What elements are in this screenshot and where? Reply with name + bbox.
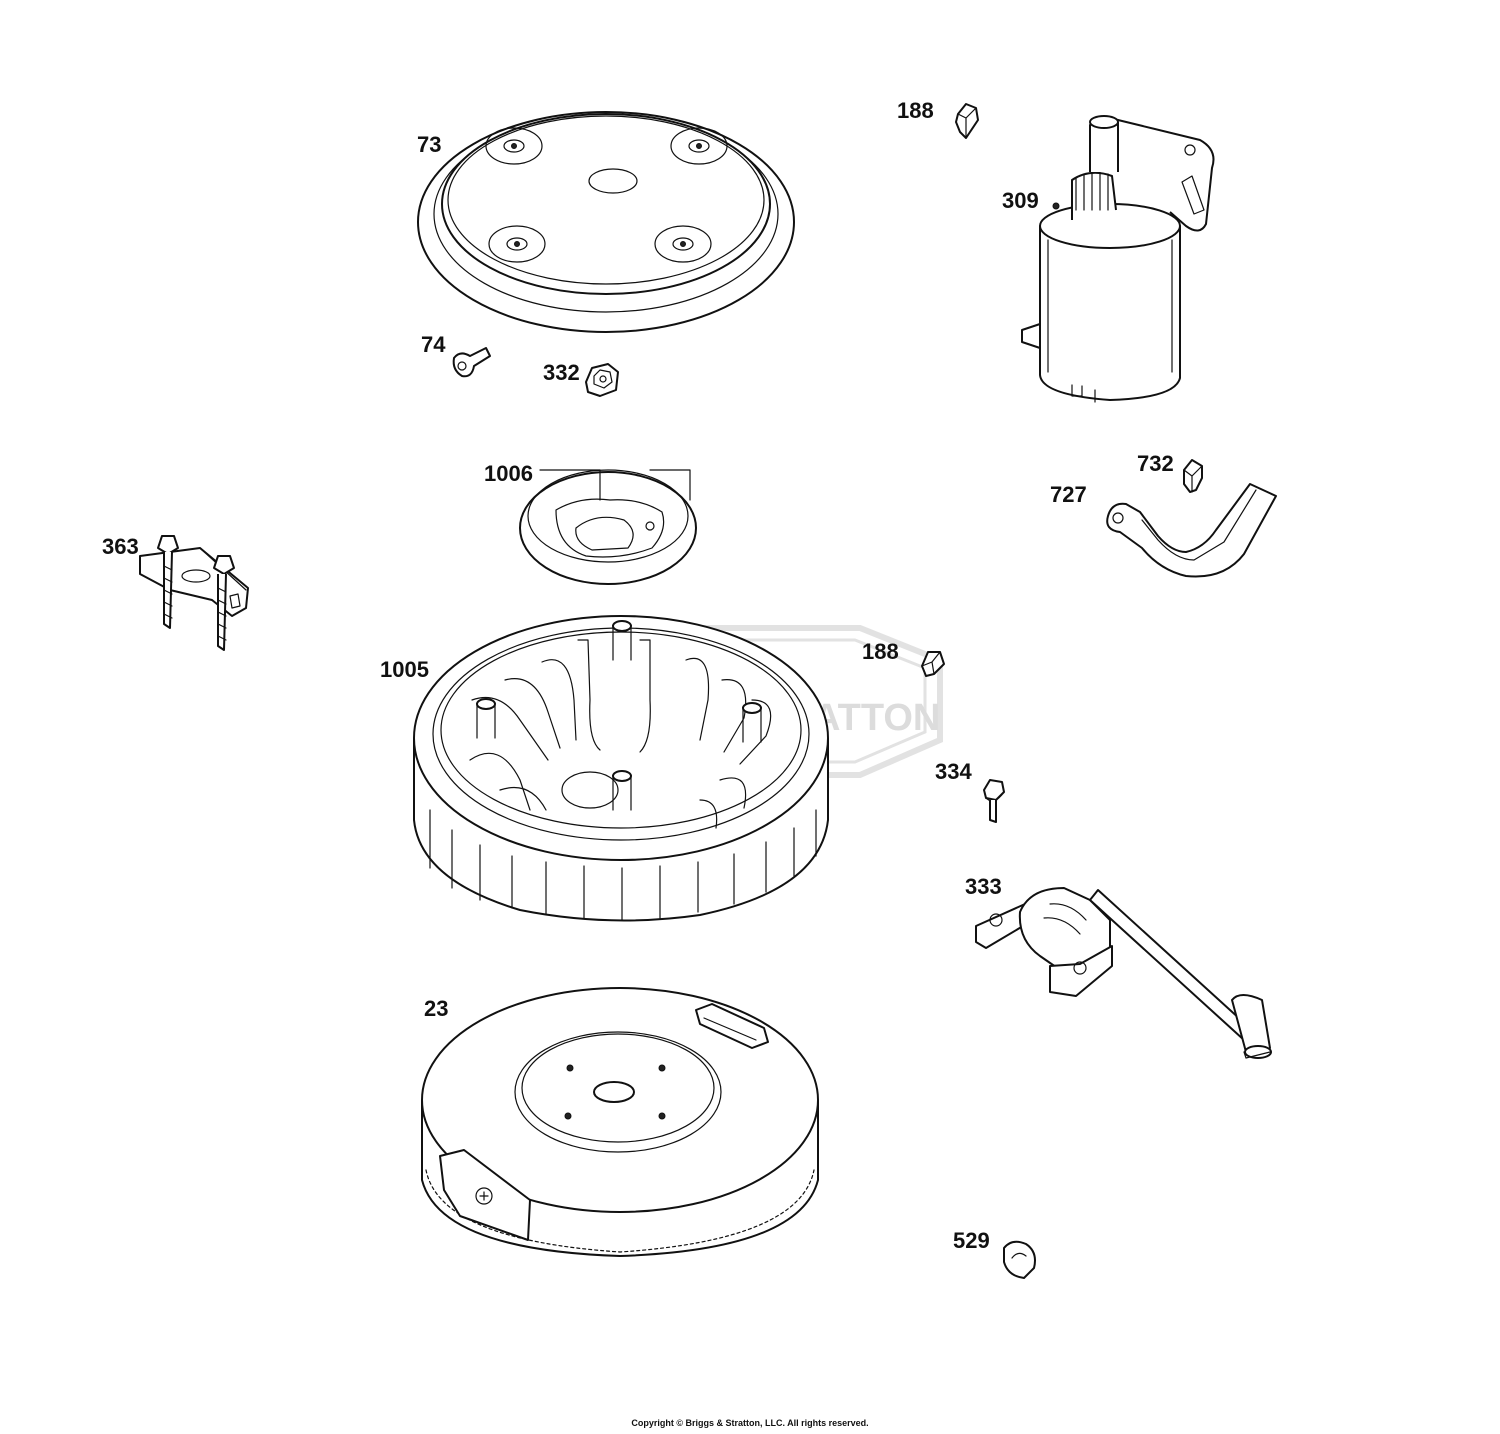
part-73-cover xyxy=(417,111,795,333)
label-1005: 1005 xyxy=(380,657,429,682)
part-732-plug xyxy=(1183,459,1203,493)
label-332: 332 xyxy=(543,360,580,385)
label-732: 732 xyxy=(1137,451,1174,476)
label-333: 333 xyxy=(965,874,1002,899)
label-309: 309 xyxy=(1002,188,1039,213)
part-188-mid-plug xyxy=(921,651,945,677)
label-363: 363 xyxy=(102,534,139,559)
part-1005-fan xyxy=(413,615,829,922)
label-74: 74 xyxy=(421,332,446,357)
label-529: 529 xyxy=(953,1228,990,1253)
part-309-starter-motor xyxy=(1021,115,1215,403)
part-332-nut xyxy=(585,363,619,397)
label-188-mid: 188 xyxy=(862,639,899,664)
part-23-flywheel xyxy=(421,987,819,1257)
label-727: 727 xyxy=(1050,482,1087,507)
part-333-armature xyxy=(975,887,1272,1059)
part-334-screw xyxy=(983,779,1005,823)
part-1006-retainer xyxy=(519,469,697,585)
part-529-key xyxy=(1003,1240,1036,1279)
label-1006: 1006 xyxy=(484,461,533,486)
part-363-bracket xyxy=(139,535,249,651)
label-188-top: 188 xyxy=(897,98,934,123)
copyright-notice: Copyright © Briggs & Stratton, LLC. All … xyxy=(631,1418,869,1428)
label-23: 23 xyxy=(424,996,448,1021)
part-727-bracket xyxy=(1106,483,1277,578)
label-73: 73 xyxy=(417,132,441,157)
part-188-top-plug xyxy=(955,103,979,139)
part-74-screw xyxy=(452,347,491,378)
label-334: 334 xyxy=(935,759,972,784)
